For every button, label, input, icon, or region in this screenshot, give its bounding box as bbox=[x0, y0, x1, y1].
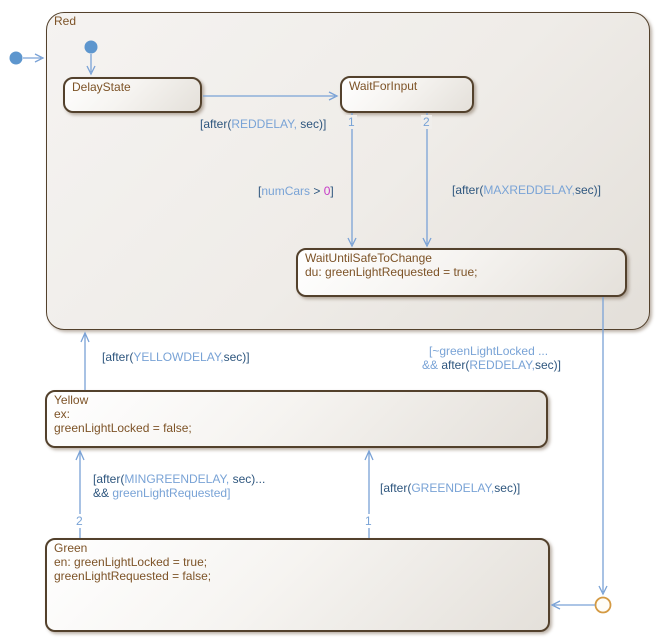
label-segment: GREENDELAY, bbox=[411, 481, 495, 495]
transition-number[interactable]: 1 bbox=[346, 115, 357, 129]
state-waituntilsafetochange-body: du: greenLightRequested = true; bbox=[305, 265, 478, 279]
label-segment: [after( bbox=[380, 481, 412, 495]
arrowhead-right-icon bbox=[34, 53, 45, 63]
arrowhead-up-icon bbox=[364, 449, 374, 461]
state-green-body: en: greenLightLocked = true; bbox=[54, 555, 208, 569]
label-segment: [after( bbox=[93, 472, 125, 486]
transition-number[interactable]: 1 bbox=[363, 514, 374, 528]
transition-label-after-mingreendelay[interactable]: [after(MINGREENDELAY, sec)... && greenLi… bbox=[93, 472, 265, 500]
state-yellow[interactable]: Yellow ex: greenLightLocked = false; bbox=[45, 390, 548, 448]
label-segment: [~greenLightLocked ... bbox=[429, 344, 549, 358]
label-segment: && bbox=[422, 358, 442, 372]
state-waitforinput[interactable]: WaitForInput bbox=[340, 76, 474, 113]
transition-number[interactable]: 2 bbox=[74, 514, 85, 528]
label-segment: sec)... bbox=[229, 472, 266, 486]
transition-label-after-yellowdelay[interactable]: [after(YELLOWDELAY,sec)] bbox=[102, 350, 250, 364]
state-green-body: greenLightRequested = false; bbox=[54, 569, 212, 583]
label-segment: numCars bbox=[261, 184, 311, 198]
label-segment: sec)] bbox=[223, 350, 250, 364]
label-segment: greenLightRequested] bbox=[112, 486, 231, 500]
label-segment: [after( bbox=[102, 350, 134, 364]
default-transition-dot[interactable] bbox=[9, 51, 23, 65]
label-segment: sec)] bbox=[296, 117, 327, 131]
state-delaystate[interactable]: DelayState bbox=[63, 77, 202, 113]
state-yellow-name: Yellow bbox=[54, 393, 89, 407]
label-segment: REDDELAY, bbox=[469, 358, 535, 372]
label-segment: [ bbox=[258, 184, 262, 198]
label-segment: [after( bbox=[452, 183, 484, 197]
transition-label-numcars[interactable]: [numCars > 0] bbox=[258, 184, 334, 198]
transition-label-after-reddelay[interactable]: [after(REDDELAY, sec)] bbox=[200, 117, 326, 131]
label-segment: [after( bbox=[200, 117, 232, 131]
state-yellow-body: ex: bbox=[54, 407, 71, 421]
state-green-name: Green bbox=[54, 541, 88, 555]
label-segment: MAXREDDELAY, bbox=[483, 183, 575, 197]
state-delaystate-name: DelayState bbox=[72, 80, 131, 94]
arrowhead-down-icon bbox=[598, 585, 608, 596]
transition-label-greenlightlocked[interactable]: [~greenLightLocked ... && after(REDDELAY… bbox=[422, 344, 561, 372]
connective-junction[interactable] bbox=[594, 596, 612, 614]
state-waitforinput-name: WaitForInput bbox=[349, 79, 418, 93]
arrowhead-up-icon bbox=[80, 331, 90, 343]
label-segment: sec)] bbox=[534, 358, 561, 372]
state-green[interactable]: Green en: greenLightLocked = true; green… bbox=[45, 538, 550, 632]
state-red-name: Red bbox=[54, 14, 77, 28]
transition-label-after-greendelay[interactable]: [after(GREENDELAY,sec)] bbox=[380, 481, 520, 495]
label-segment: 0 bbox=[323, 184, 331, 198]
label-segment: REDDELAY, bbox=[231, 117, 297, 131]
state-yellow-body: greenLightLocked = false; bbox=[54, 421, 192, 435]
transition-number[interactable]: 2 bbox=[421, 115, 432, 129]
label-segment: && bbox=[93, 486, 113, 500]
label-segment: YELLOWDELAY, bbox=[133, 350, 224, 364]
arrowhead-up-icon bbox=[75, 449, 85, 461]
state-waituntilsafetochange[interactable]: WaitUntilSafeToChange du: greenLightRequ… bbox=[296, 248, 627, 297]
arrowhead-left-icon bbox=[550, 600, 561, 610]
label-segment: MINGREENDELAY, bbox=[124, 472, 230, 486]
label-segment: after( bbox=[441, 358, 470, 372]
label-segment: sec)] bbox=[494, 481, 521, 495]
transition-label-after-maxreddelay[interactable]: [after(MAXREDDELAY,sec)] bbox=[452, 183, 601, 197]
state-waituntilsafetochange-name: WaitUntilSafeToChange bbox=[305, 251, 432, 265]
label-segment: > bbox=[310, 184, 324, 198]
label-segment: sec)] bbox=[574, 183, 601, 197]
label-segment: ] bbox=[330, 184, 334, 198]
